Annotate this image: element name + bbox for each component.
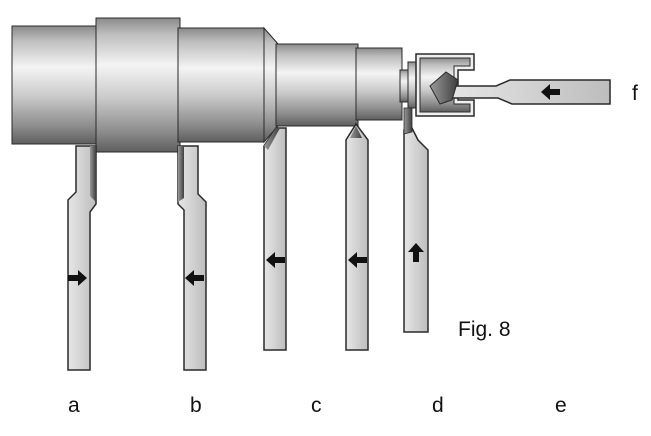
label-a: a [68, 394, 80, 417]
tool-c2-edge [350, 126, 362, 138]
boring-tool-f [429, 71, 611, 105]
label-e: e [555, 394, 567, 417]
arrow-right-icon [68, 270, 87, 286]
boring-tool-body [447, 79, 611, 105]
arrow-left-icon [348, 252, 367, 268]
feed-arrows [68, 84, 560, 286]
label-b: b [190, 394, 202, 417]
tool-c2 [345, 122, 369, 351]
boring-tool-tip [429, 71, 459, 105]
figure-caption: Fig. 8 [458, 318, 511, 341]
arrow-left-icon [266, 252, 285, 268]
tool-d-edge [403, 107, 413, 135]
tool-d-shank [403, 127, 429, 333]
shaft-section-1 [11, 25, 99, 145]
arrow-up-icon [408, 243, 424, 262]
shaft-section-2 [177, 27, 265, 143]
label-f: f [632, 82, 638, 105]
label-d: d [432, 394, 444, 417]
tool-c1-edge [264, 128, 280, 150]
tool-a-edge [90, 146, 96, 202]
workpiece [11, 17, 421, 153]
tool-d [403, 107, 429, 333]
tool-c1 [263, 127, 287, 351]
shaft-section-collar [95, 17, 181, 153]
tool-b [177, 145, 207, 371]
shaft-section-3 [275, 43, 359, 127]
tool-c2-shank [345, 122, 369, 351]
shaft-section-4 [355, 47, 403, 121]
tool-b-edge [178, 146, 184, 202]
arrow-left-icon [541, 84, 560, 100]
tool-c1-shank [263, 127, 287, 351]
arrow-left-icon [185, 270, 204, 286]
label-c: c [311, 394, 322, 417]
tool-a [67, 145, 97, 371]
tool-b-shank [177, 145, 207, 371]
